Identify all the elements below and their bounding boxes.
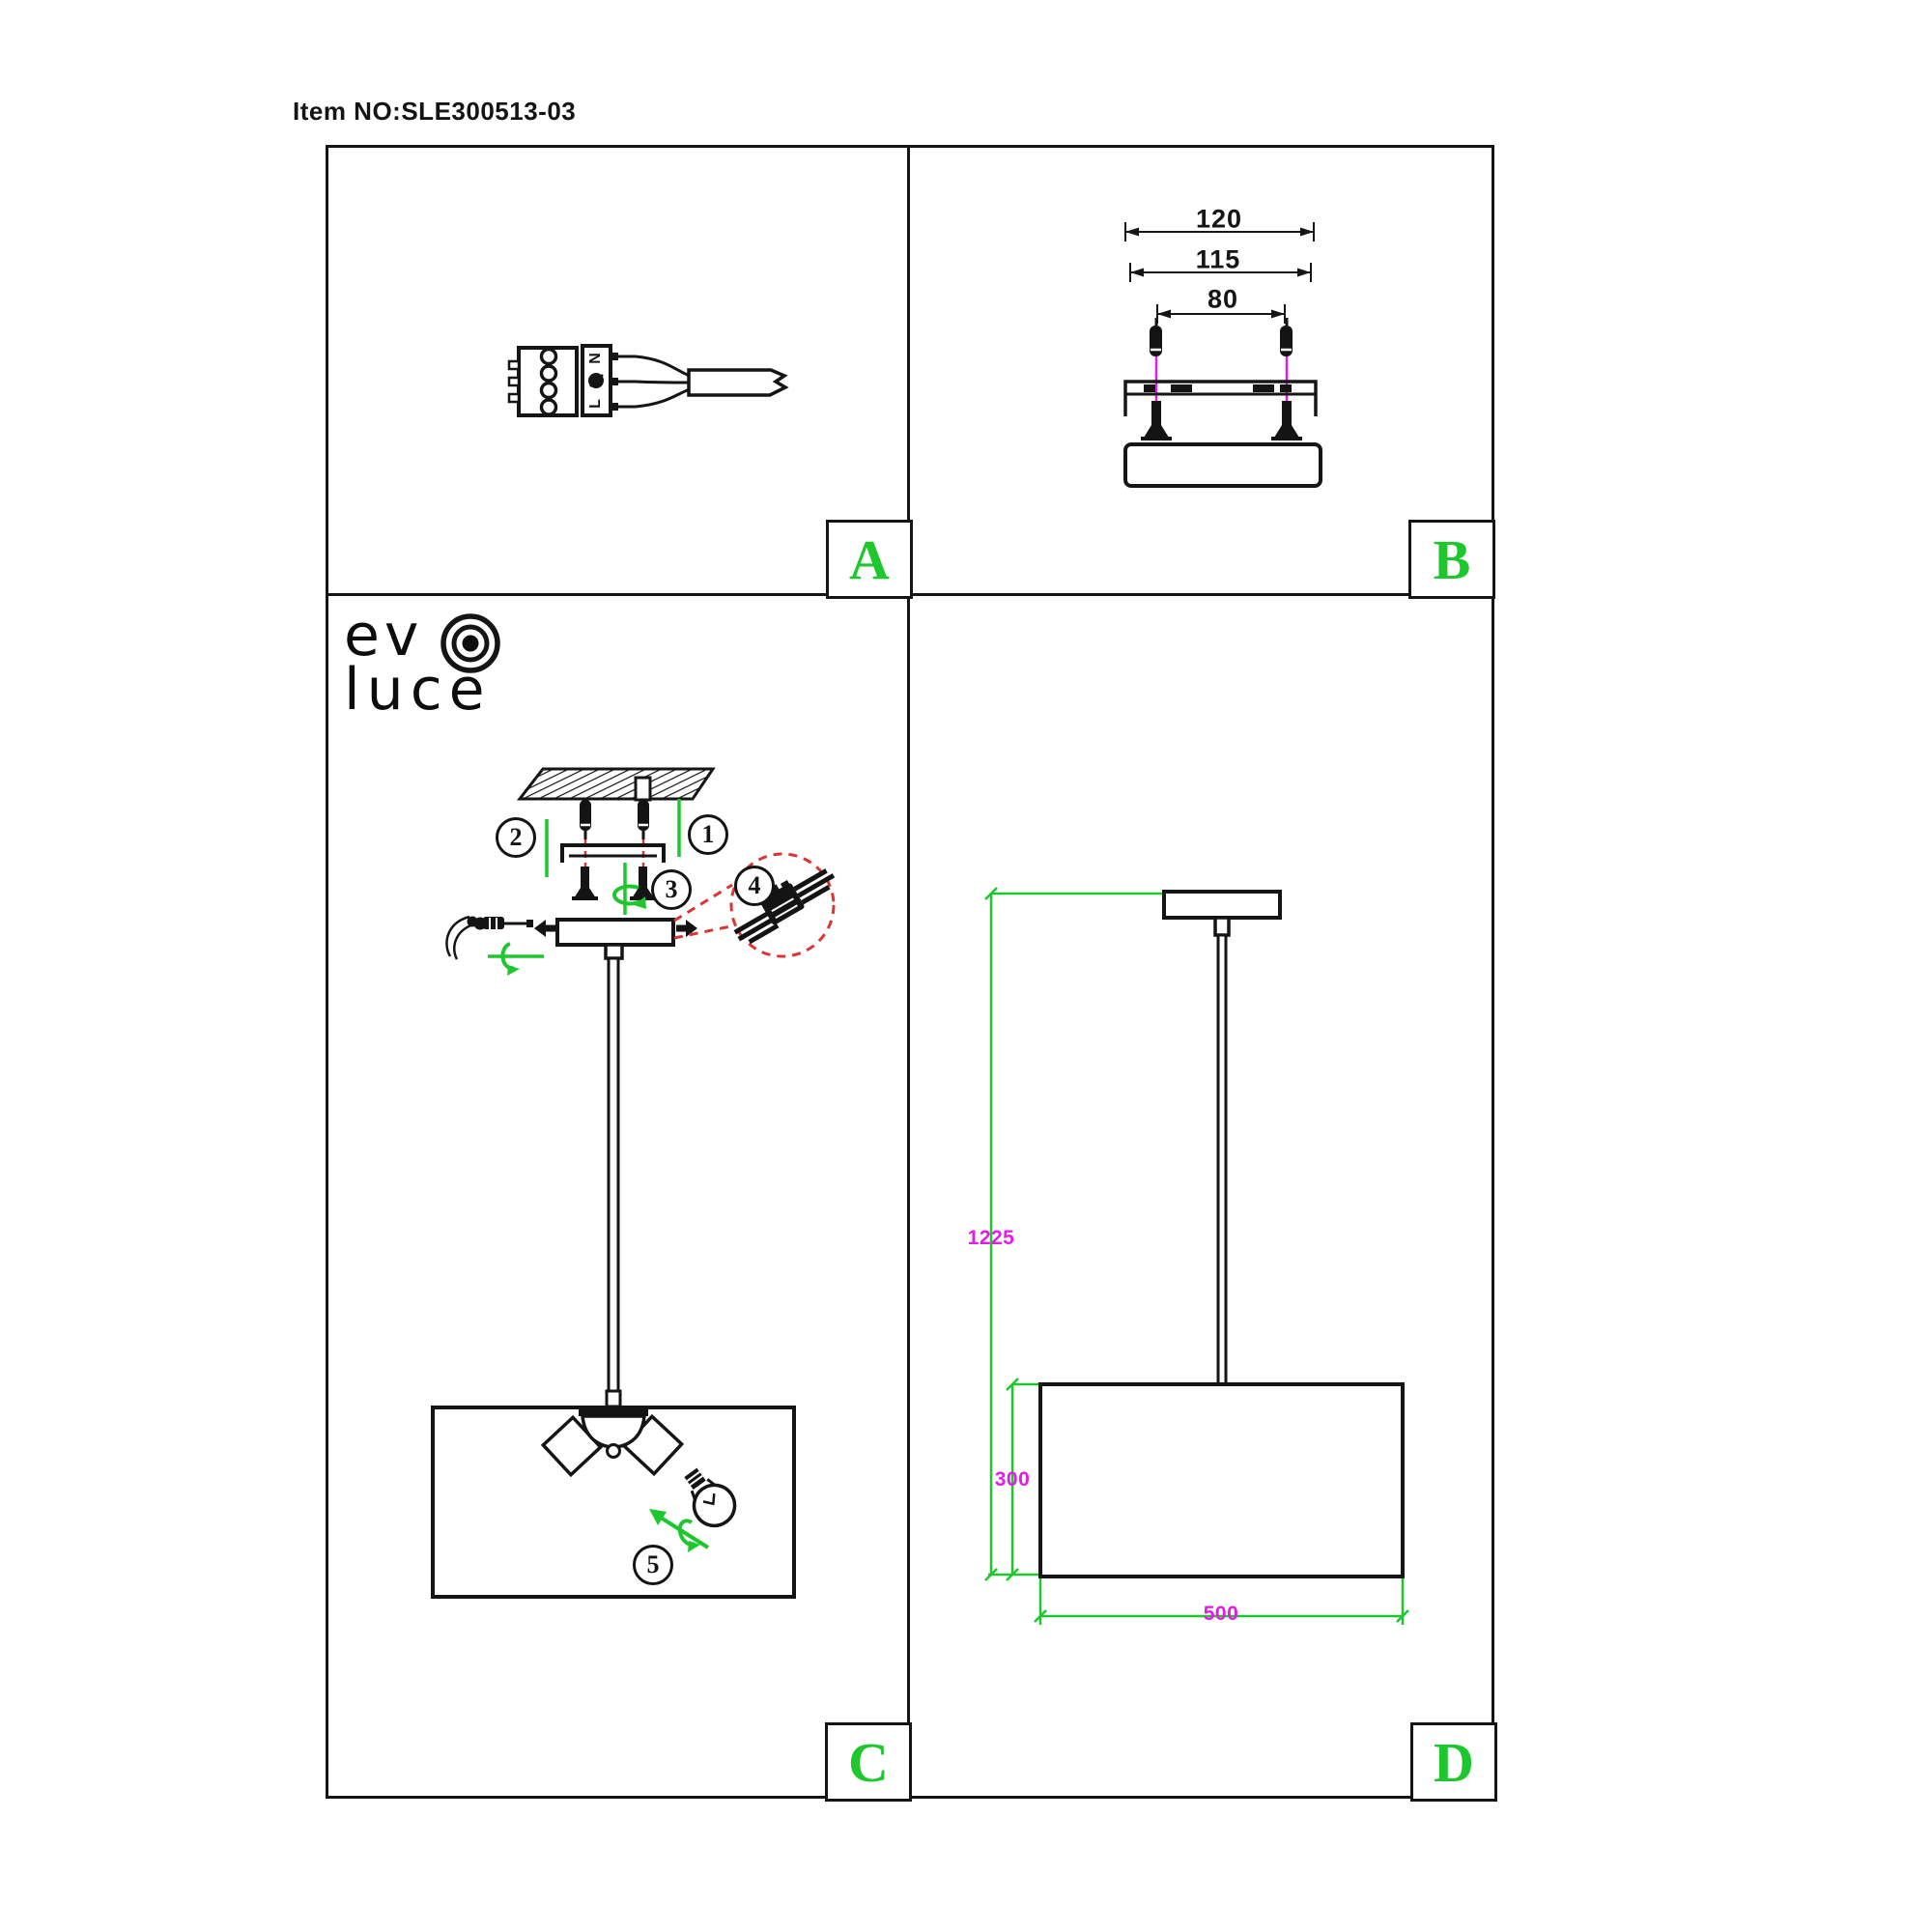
panel-label-b: B <box>1408 520 1495 599</box>
bullseye-icon <box>440 613 500 673</box>
step-4-badge: 4 <box>734 866 775 906</box>
wire-connector-diagram <box>507 344 789 417</box>
step-5-badge: 5 <box>633 1545 673 1585</box>
dim-text-300: 300 <box>994 1468 1031 1491</box>
mounting-bar <box>1123 380 1318 416</box>
step-2-badge: 2 <box>496 817 536 858</box>
wall-anchor <box>1150 318 1293 356</box>
panel-grid <box>326 145 1494 1799</box>
rotation-arrow-icon <box>488 942 544 976</box>
rotation-arrow-icon <box>649 1509 710 1552</box>
dimension-lines <box>984 887 1409 1625</box>
panel-label-c: C <box>825 1722 912 1802</box>
earth-ground-icon <box>588 373 604 388</box>
dim-text-1225: 1225 <box>967 1227 1015 1249</box>
mounting-screw <box>1141 401 1302 440</box>
dim-line-115 <box>1129 263 1312 282</box>
panel-label-d: D <box>1410 1722 1497 1802</box>
rotation-arrow-icon <box>612 884 646 909</box>
lamp-shade <box>1038 1382 1405 1578</box>
terminal-label-neutral: N <box>587 353 604 364</box>
dim-text-500: 500 <box>1203 1603 1239 1625</box>
dim-text-120: 120 <box>1195 204 1243 234</box>
panel-label-a: A <box>826 520 913 599</box>
guide-circle <box>673 852 836 958</box>
arrow-left-icon <box>534 920 555 937</box>
step-3-badge: 3 <box>651 869 692 910</box>
mounting-bar <box>560 843 666 863</box>
grid-divider-vertical <box>907 145 910 1799</box>
step-1-badge: 1 <box>688 814 728 855</box>
mounting-bracket-diagram <box>1123 222 1322 488</box>
dim-text-80: 80 <box>1207 284 1239 314</box>
dim-line-120 <box>1124 222 1315 242</box>
item-number: Item NO:SLE300513-03 <box>293 97 577 126</box>
arrow-right-icon <box>676 920 697 937</box>
pendant-dimension-diagram <box>984 887 1409 1625</box>
wire-twist-sketch <box>445 915 533 960</box>
canopy <box>1123 442 1322 488</box>
dim-text-115: 115 <box>1195 244 1241 274</box>
light-bulb-icon <box>684 1467 737 1528</box>
wall-anchor <box>580 800 649 839</box>
installation-diagram <box>431 613 836 1599</box>
terminal-label-live: L <box>587 399 604 409</box>
lamp-fixture <box>540 1408 685 1478</box>
brand-logo-line1: ev <box>344 602 424 669</box>
brand-logo-line2: luce <box>344 656 492 724</box>
